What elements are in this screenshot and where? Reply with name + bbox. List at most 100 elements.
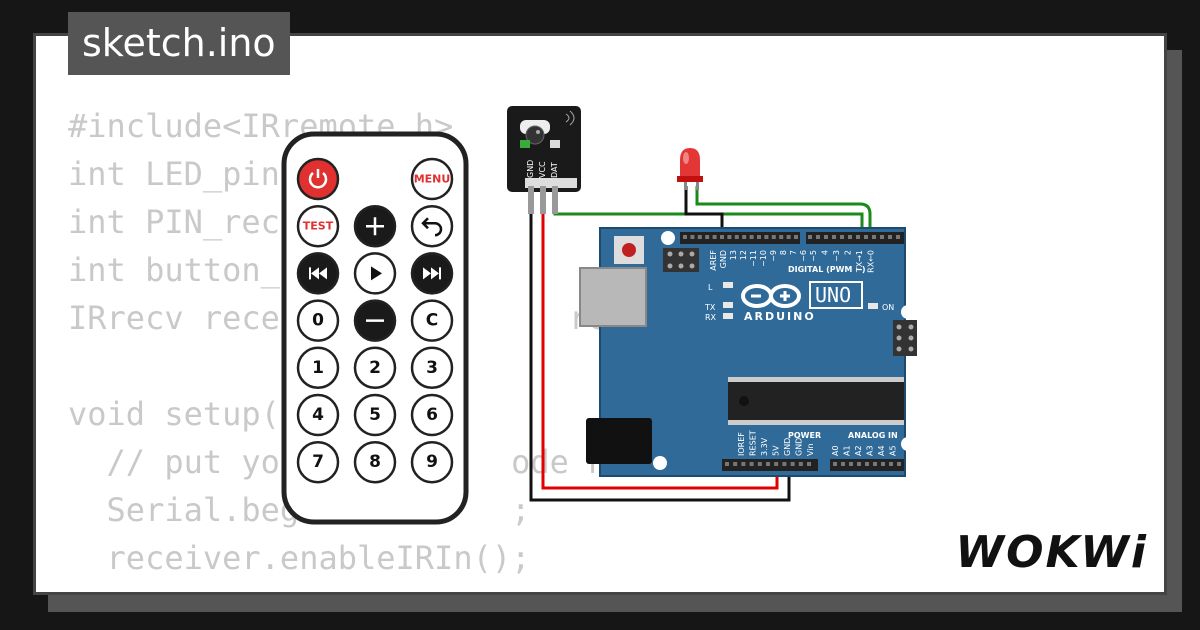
header-pin[interactable] bbox=[705, 235, 710, 239]
header-pin[interactable] bbox=[734, 235, 739, 239]
remote-button-1[interactable]: 1 bbox=[296, 346, 340, 390]
remote-button-5[interactable]: 5 bbox=[353, 393, 397, 437]
header-pin[interactable] bbox=[766, 462, 770, 466]
remote-button-back[interactable] bbox=[410, 204, 454, 248]
red-led[interactable] bbox=[677, 148, 703, 190]
header-pin[interactable] bbox=[896, 235, 900, 239]
header-pin[interactable] bbox=[824, 235, 828, 239]
header-pin[interactable] bbox=[841, 462, 845, 466]
header-pin[interactable] bbox=[712, 235, 717, 239]
ir-pin-label-vcc: VCC bbox=[538, 161, 547, 178]
header-pin[interactable] bbox=[764, 235, 769, 239]
header-pin[interactable] bbox=[897, 462, 901, 466]
header-pin[interactable] bbox=[720, 235, 724, 239]
header-pin[interactable] bbox=[798, 462, 803, 466]
header-pin[interactable] bbox=[757, 235, 761, 239]
remote-button-6[interactable]: 6 bbox=[410, 393, 454, 437]
remote-button-plus[interactable] bbox=[353, 204, 397, 248]
power-label: POWER bbox=[788, 431, 821, 440]
header-pin[interactable] bbox=[816, 235, 820, 239]
header-pin[interactable] bbox=[782, 462, 787, 466]
remote-button-next[interactable] bbox=[410, 252, 454, 295]
digital-pin-label: 13 bbox=[729, 250, 738, 260]
pin-label: A1 bbox=[843, 445, 852, 456]
remote-button-0[interactable]: 0 bbox=[296, 299, 340, 342]
pin-label: Vin bbox=[806, 443, 815, 456]
header-pin[interactable] bbox=[881, 462, 885, 466]
digital-pin-label: ~9 bbox=[769, 250, 778, 262]
header-pin[interactable] bbox=[683, 235, 687, 239]
remote-button-label: 1 bbox=[312, 358, 324, 378]
pin-label: A5 bbox=[889, 445, 898, 456]
digital-pin-label: 12 bbox=[739, 250, 748, 260]
ir-receiver-module[interactable]: GND VCC DAT bbox=[507, 106, 581, 214]
remote-button-3[interactable]: 3 bbox=[410, 346, 454, 390]
remote-button-power[interactable] bbox=[296, 157, 340, 201]
code-line: int PIN_rec bbox=[68, 203, 280, 241]
header-pin[interactable] bbox=[865, 462, 869, 466]
ir-pin-label-dat: DAT bbox=[550, 162, 559, 178]
ir-pin[interactable] bbox=[540, 186, 546, 214]
digital-pin-label: TX→1 bbox=[855, 250, 864, 273]
digital-pin-label: 4 bbox=[821, 250, 830, 255]
remote-button-2[interactable]: 2 bbox=[353, 346, 397, 390]
signal-icon bbox=[565, 113, 570, 123]
remote-button-minus[interactable] bbox=[353, 299, 397, 342]
header-pin[interactable] bbox=[880, 235, 884, 239]
remote-button-label: 3 bbox=[426, 358, 438, 378]
header-pin[interactable] bbox=[774, 462, 779, 466]
indicator-on-label: ON bbox=[882, 303, 894, 312]
header-pin[interactable] bbox=[833, 462, 837, 466]
remote-button-label: 6 bbox=[426, 405, 438, 425]
header-pin[interactable] bbox=[741, 462, 746, 466]
header-pin[interactable] bbox=[790, 462, 795, 466]
remote-button-prev[interactable] bbox=[296, 252, 340, 295]
header-pin[interactable] bbox=[808, 235, 812, 239]
ir-pin[interactable] bbox=[552, 186, 558, 214]
remote-button-test[interactable]: TEST bbox=[296, 204, 340, 248]
header-pin[interactable] bbox=[857, 462, 861, 466]
header-pin[interactable] bbox=[832, 235, 836, 239]
remote-button-4[interactable]: 4 bbox=[296, 393, 340, 437]
ir-pin[interactable] bbox=[528, 186, 534, 214]
header-pin[interactable] bbox=[697, 235, 702, 239]
header-pin[interactable] bbox=[733, 462, 738, 466]
header-pin[interactable] bbox=[840, 235, 844, 239]
header-pin[interactable] bbox=[889, 462, 893, 466]
remote-button-8[interactable]: 8 bbox=[353, 440, 397, 484]
indicator-l-label: L bbox=[708, 283, 713, 292]
header-pin[interactable] bbox=[727, 235, 732, 239]
header-pin[interactable] bbox=[771, 235, 776, 239]
remote-button-menu[interactable]: MENU bbox=[410, 157, 454, 201]
header-pin[interactable] bbox=[690, 235, 695, 239]
header-pin[interactable] bbox=[725, 462, 729, 466]
header-pin[interactable] bbox=[779, 235, 784, 239]
header-pin[interactable] bbox=[873, 462, 877, 466]
header-pin[interactable] bbox=[849, 462, 853, 466]
header-pin[interactable] bbox=[742, 235, 747, 239]
digital-header-right bbox=[806, 232, 904, 244]
header-pin[interactable] bbox=[749, 235, 754, 239]
sketch-title-tab[interactable]: sketch.ino bbox=[68, 12, 290, 75]
header-pin[interactable] bbox=[848, 235, 852, 239]
header-pin[interactable] bbox=[749, 462, 754, 466]
header-pin[interactable] bbox=[794, 235, 798, 239]
remote-button-7[interactable]: 7 bbox=[296, 440, 340, 484]
wire-led-anode bbox=[695, 186, 872, 238]
remote-button-play[interactable] bbox=[353, 252, 397, 295]
digital-header-left bbox=[680, 232, 800, 244]
header-pin[interactable] bbox=[888, 235, 892, 239]
remote-button-9[interactable]: 9 bbox=[410, 440, 454, 484]
header-pin[interactable] bbox=[872, 235, 876, 239]
header-pin[interactable] bbox=[757, 462, 762, 466]
remote-button-c[interactable]: C bbox=[410, 299, 454, 342]
header-pin[interactable] bbox=[856, 235, 860, 239]
header-pin[interactable] bbox=[807, 462, 811, 466]
indicator-tx-label: TX bbox=[704, 303, 716, 312]
header-pin[interactable] bbox=[786, 235, 791, 239]
header-pin[interactable] bbox=[864, 235, 868, 239]
code-line: Serial.beg ; bbox=[106, 491, 531, 529]
